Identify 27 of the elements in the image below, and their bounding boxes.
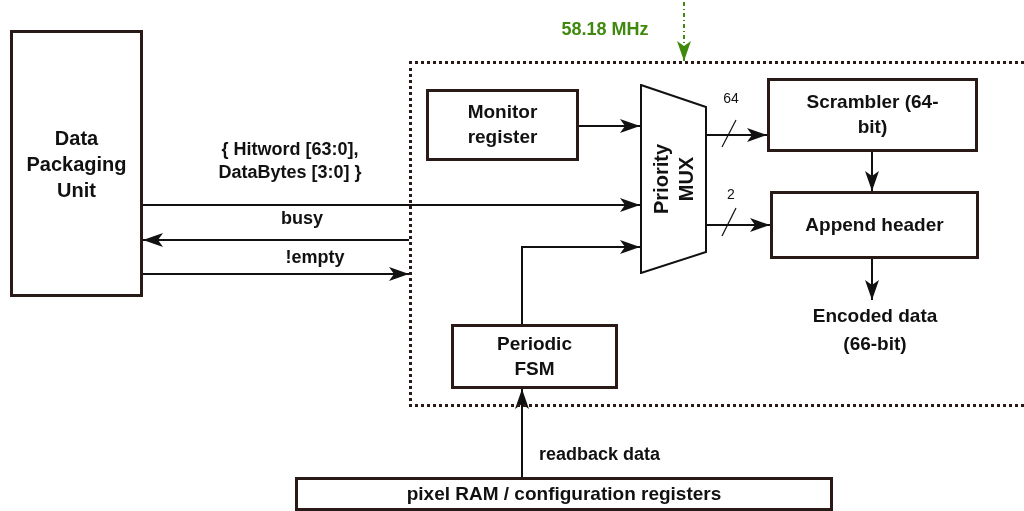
arrow (515, 388, 529, 478)
arrow (706, 218, 771, 232)
process-box (767, 78, 978, 152)
node-label: Append header (805, 212, 944, 237)
arrow (865, 151, 879, 192)
node-label: Periodic FSM (496, 331, 573, 381)
clock-arrow (677, 1, 691, 62)
process-box (426, 89, 579, 161)
multiplexer-trapezoid (640, 84, 707, 274)
arrow (865, 258, 879, 301)
clock-domain-region (409, 61, 1024, 407)
arrow (706, 128, 768, 142)
process-box (770, 191, 979, 259)
node-label: Encoded data (66-bit) (811, 304, 939, 356)
node-label: Scrambler (64-bit) (805, 90, 940, 139)
arrow (521, 240, 641, 325)
node-label: Monitor register (466, 100, 539, 149)
arrow (142, 198, 641, 212)
process-box (10, 30, 143, 297)
node-label: pixel RAM / configuration registers (406, 481, 722, 506)
arrow (578, 119, 641, 133)
multiplexer-label: Priority MUX (648, 143, 698, 216)
arrow (142, 233, 410, 247)
process-box (451, 324, 618, 389)
node-label: Data Packaging Unit (25, 125, 128, 203)
arrow (142, 267, 410, 281)
process-box (295, 477, 833, 511)
